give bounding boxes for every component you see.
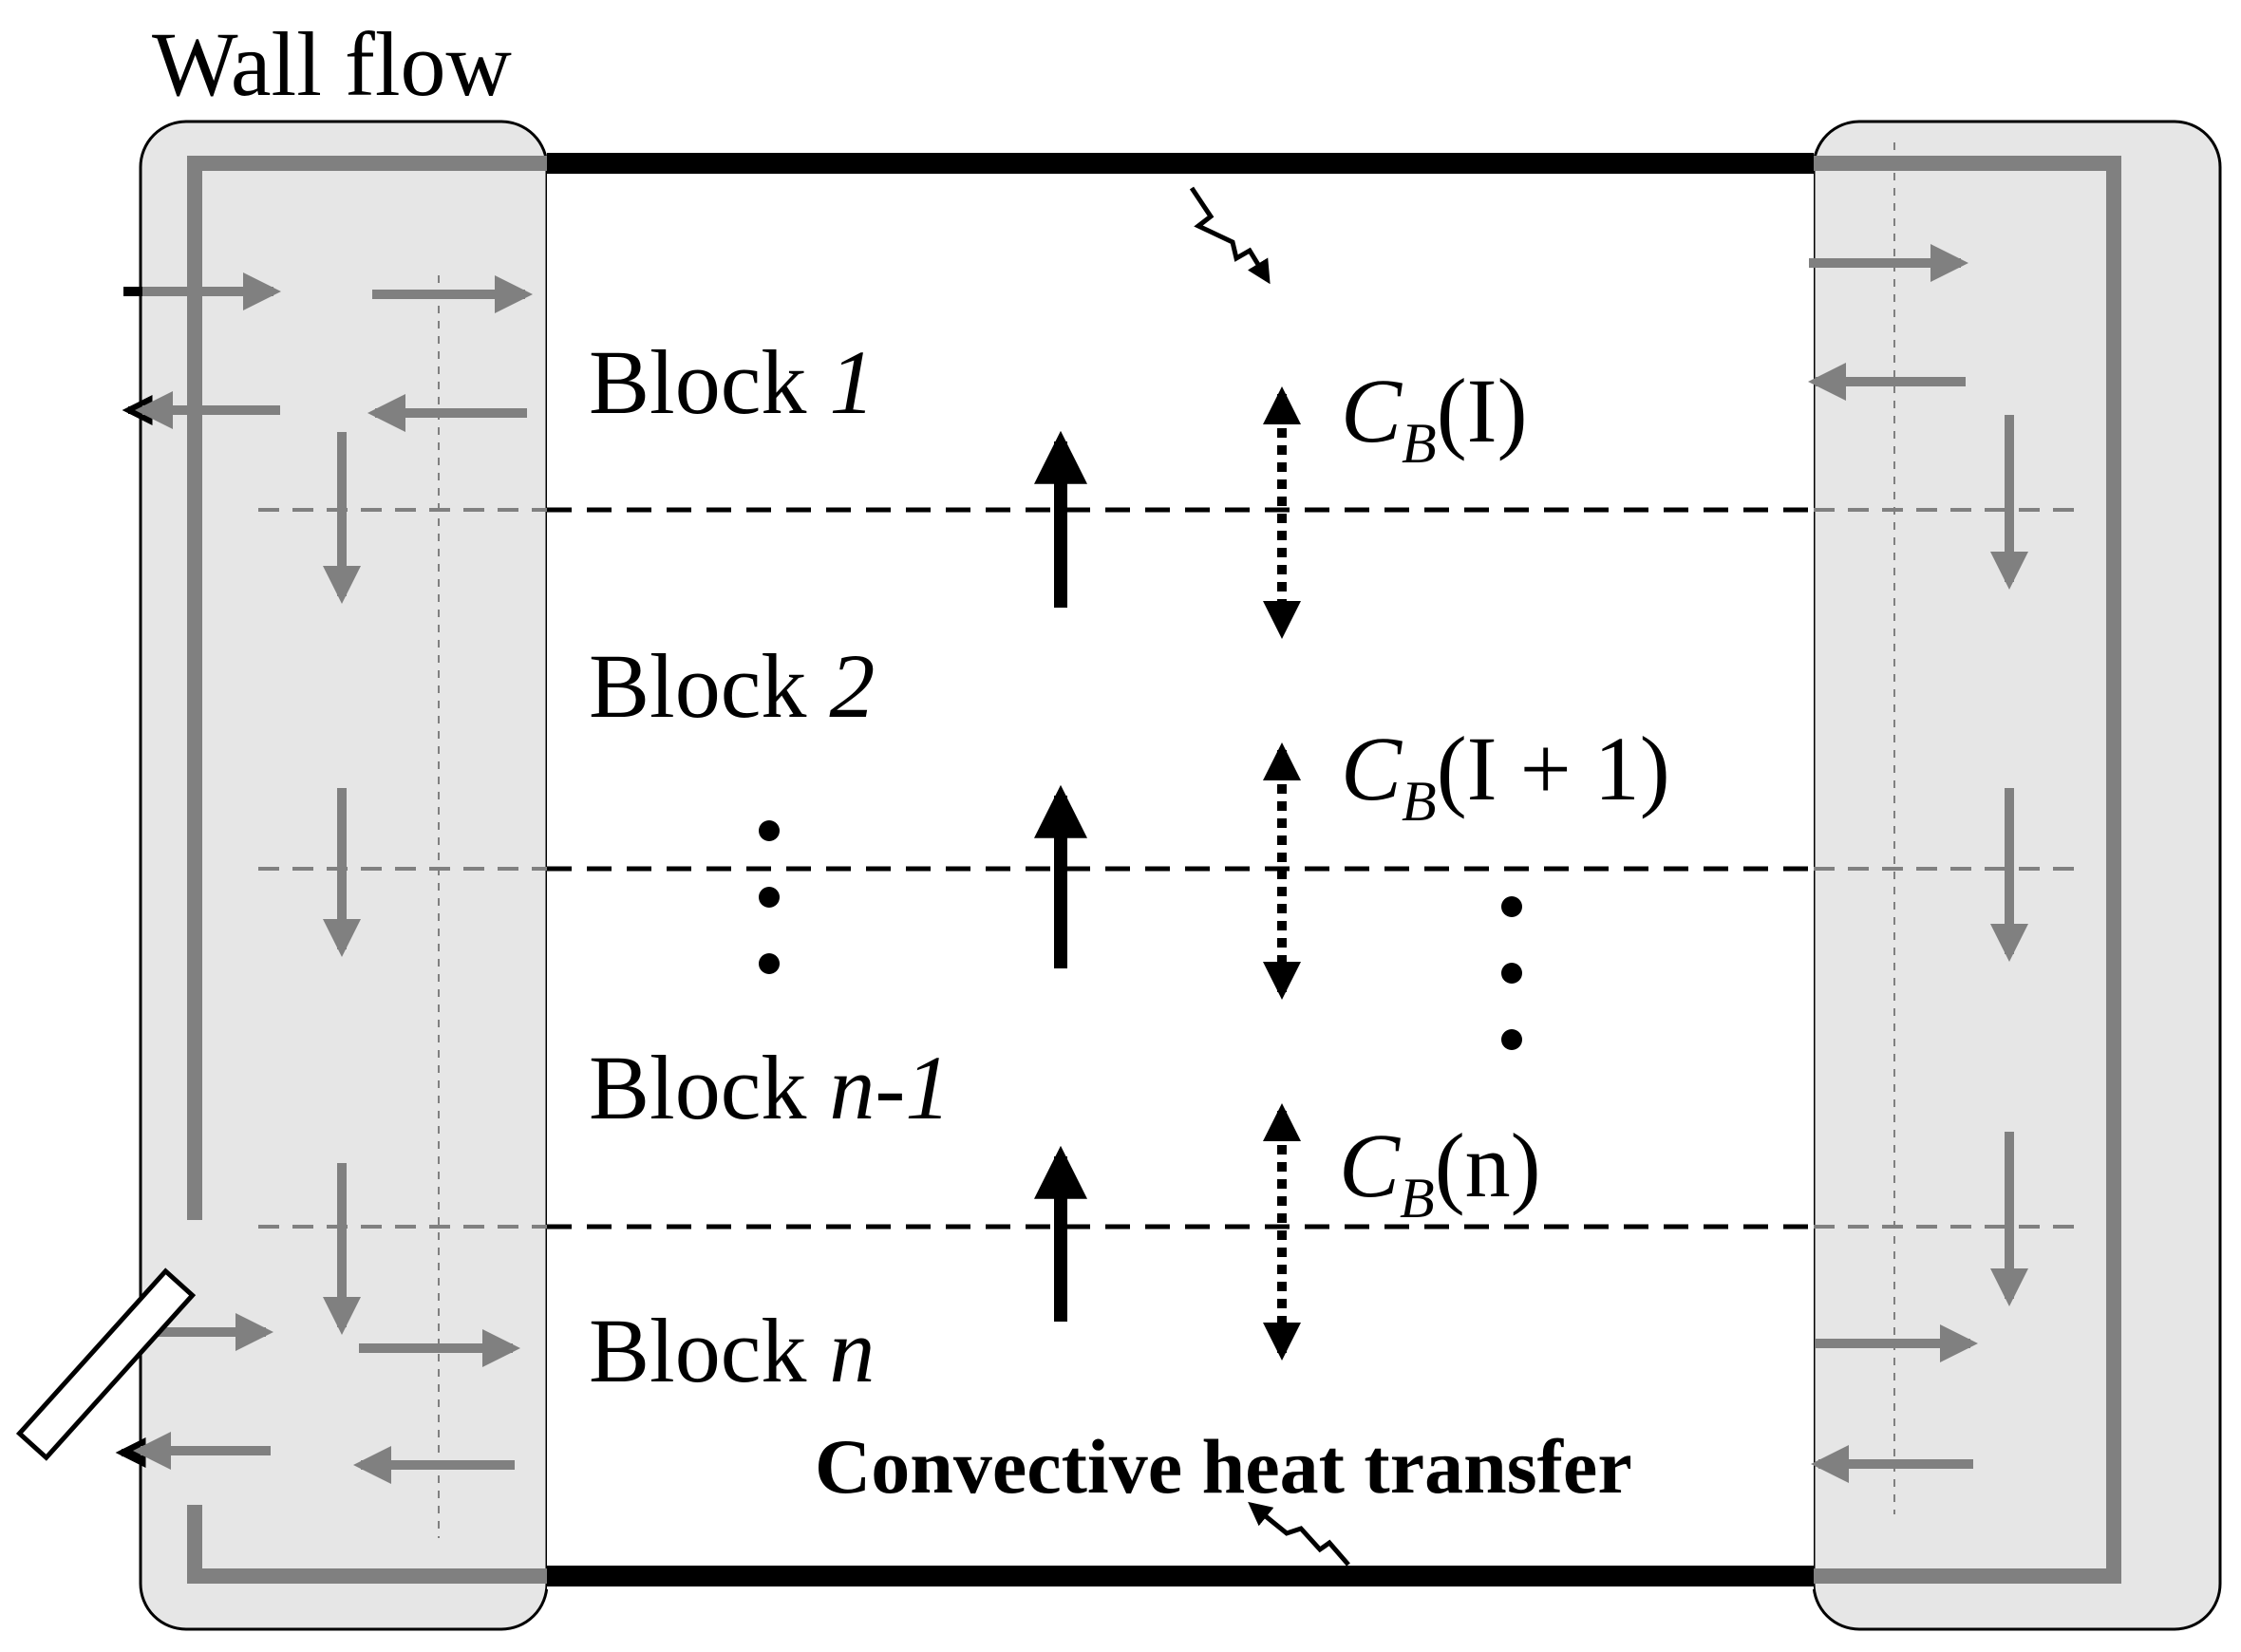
heat-squiggle-top — [1189, 186, 1271, 285]
left-wall-outline-bottom — [187, 1505, 547, 1584]
block-label-2-prefix: Block — [589, 635, 829, 737]
concentration-label-3: CB(n) — [1339, 1115, 1541, 1230]
block-label-2: Block 2 — [589, 635, 875, 737]
block-label-n: Block n — [589, 1300, 875, 1401]
right-wall-flow-arrows — [1808, 244, 2028, 1483]
concentration-1-subscript: B — [1402, 412, 1437, 475]
concentration-3-symbol: C — [1339, 1115, 1401, 1216]
concentration-2-subscript: B — [1402, 770, 1437, 833]
concentration-label-1: CB(I) — [1341, 360, 1528, 475]
block-label-n-index: n — [829, 1300, 875, 1401]
heat-squiggle-bottom — [1248, 1501, 1350, 1567]
outlet-pipe — [15, 1267, 197, 1461]
ellipsis-left — [759, 820, 780, 974]
block-label-1-prefix: Block — [589, 331, 829, 433]
concentration-2-symbol: C — [1341, 718, 1403, 819]
heat-transfer-label: Convective heat transfer — [815, 1423, 1632, 1510]
right-wall-outline — [1814, 156, 2121, 1584]
concentration-label-2: CB(I + 1) — [1341, 718, 1670, 833]
center-column — [547, 154, 1814, 1589]
concentration-3-argument: (n) — [1435, 1115, 1541, 1216]
block-label-n-1-prefix: Block — [589, 1037, 829, 1138]
block-label-n-1-index: n-1 — [829, 1037, 951, 1138]
left-wall-outline-top — [187, 156, 547, 1220]
left-wall-flow-arrows — [133, 272, 533, 1484]
block-label-1-index: 1 — [829, 331, 875, 433]
concentration-1-argument: (I) — [1437, 360, 1528, 461]
concentration-2-argument: (I + 1) — [1437, 718, 1670, 819]
ellipsis-right — [1501, 896, 1522, 1050]
block-label-n-prefix: Block — [589, 1300, 829, 1401]
block-label-1: Block 1 — [589, 331, 875, 433]
concentration-3-subscript: B — [1400, 1167, 1435, 1230]
block-label-2-index: 2 — [829, 635, 875, 737]
right-wall-region — [1812, 120, 2222, 1631]
wall-flow-title: Wall flow — [152, 13, 512, 115]
block-label-n-1: Block n-1 — [589, 1037, 951, 1138]
concentration-1-symbol: C — [1341, 360, 1403, 461]
